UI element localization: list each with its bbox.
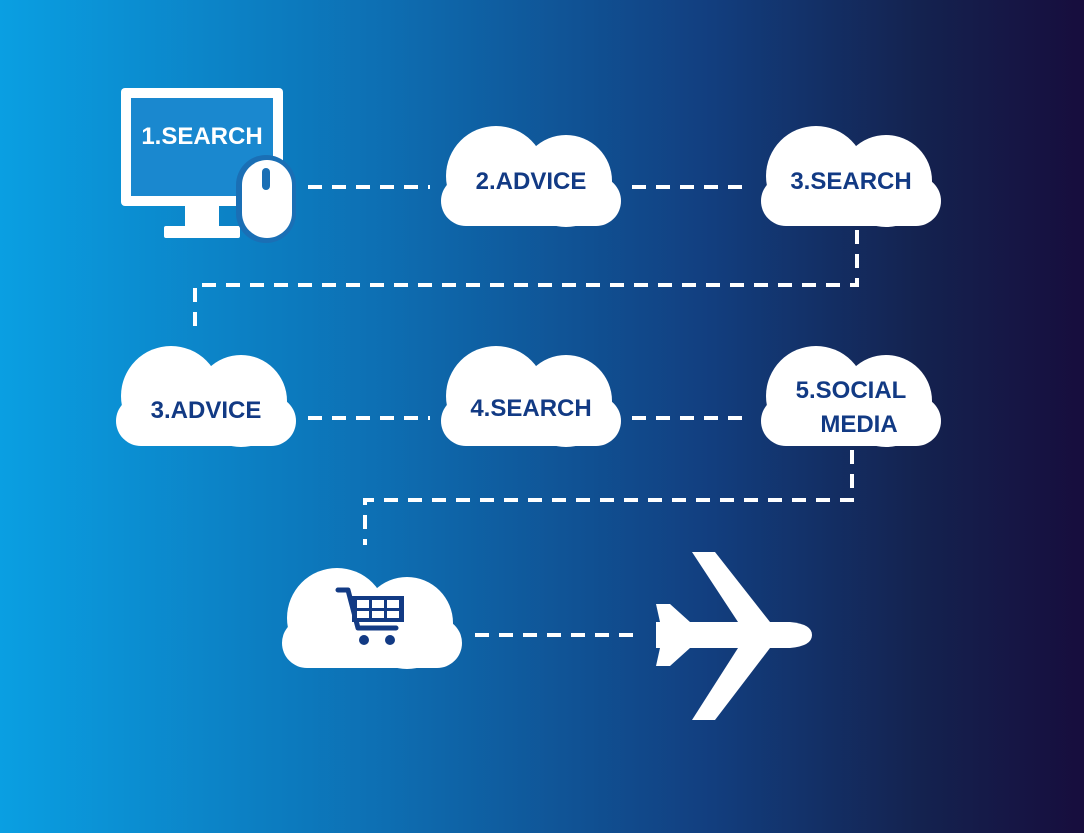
connector-6-cart (363, 450, 854, 545)
step-1-label: 1.SEARCH (141, 123, 262, 150)
step-2-label: 2.ADVICE (476, 168, 587, 195)
step-5-label: 4.SEARCH (470, 395, 591, 422)
cloud-step-4: 3.ADVICE (116, 346, 296, 447)
connector-3-4 (193, 230, 859, 330)
step-4-label: 3.ADVICE (151, 397, 262, 424)
step-3-label: 3.SEARCH (790, 168, 911, 195)
step-6-label-line-1: 5.SOCIAL (796, 377, 907, 404)
shopping-cart-icon (335, 587, 404, 645)
airplane-icon (656, 552, 812, 720)
mouse-icon (242, 160, 292, 238)
cloud-step-3: 3.SEARCH (761, 126, 941, 227)
step-6-label-line-2: MEDIA (820, 411, 897, 438)
mouse-wheel (262, 168, 270, 190)
connector-lines (193, 185, 859, 637)
monitor-neck (185, 206, 219, 226)
computer-monitor-with-mouse-icon: 1.SEARCH (121, 88, 296, 243)
monitor-base (164, 226, 240, 238)
cloud-step-2: 2.ADVICE (441, 126, 621, 227)
cloud-step-5: 4.SEARCH (441, 346, 621, 447)
cloud-cart (282, 568, 462, 669)
cloud-step-6: 5.SOCIAL MEDIA (761, 346, 941, 447)
